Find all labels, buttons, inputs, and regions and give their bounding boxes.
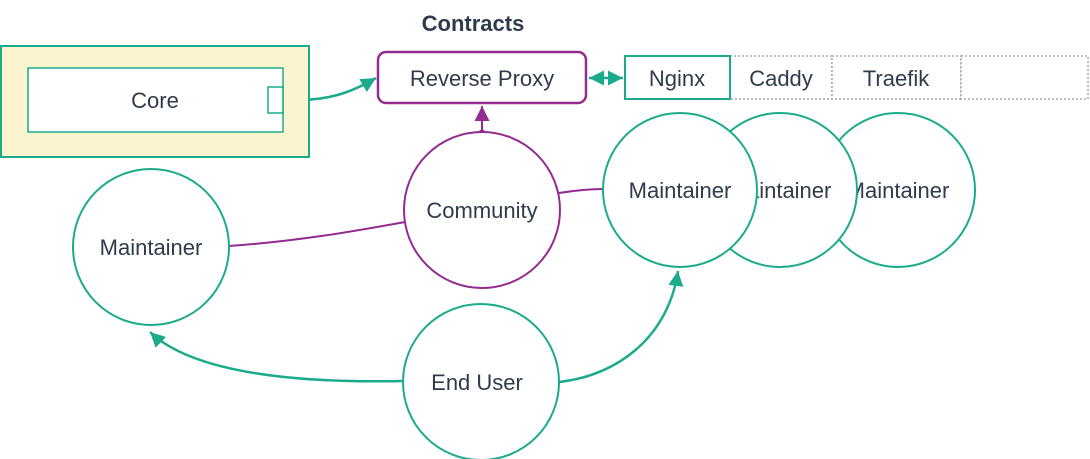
reverse-proxy-box xyxy=(376,50,588,105)
proxy-label-traefik: Traefik xyxy=(863,66,930,91)
maintainer-right-3-label: Maintainer xyxy=(847,178,950,203)
reverse-proxy-label: Reverse Proxy xyxy=(410,66,554,91)
diagram-title: Contracts xyxy=(422,11,525,36)
community-label: Community xyxy=(426,198,537,223)
proxy-cell-caddy xyxy=(729,55,833,100)
proxy-cell-traefik xyxy=(831,55,962,100)
proxy-cell-nginx xyxy=(624,55,731,100)
edge-community-maintainer-left xyxy=(228,221,406,247)
maintainer-right-1-label: Maintainer xyxy=(629,178,732,203)
community-circle xyxy=(403,131,561,289)
proxy-cell-row: Nginx Caddy Traefik xyxy=(624,55,1089,100)
maintainer-right-1-circle xyxy=(602,112,758,268)
maintainers-right-group: Maintainer Maintainer Maintainer xyxy=(602,112,976,268)
edge-end-user-to-maintainer-left xyxy=(149,331,404,383)
maintainer-left-label: Maintainer xyxy=(100,235,203,260)
proxy-cell-empty xyxy=(960,55,1089,100)
edge-end-user-to-maintainer-right xyxy=(558,270,684,384)
proxy-label-nginx: Nginx xyxy=(649,66,705,91)
edge-community-maintainer-right xyxy=(558,188,605,194)
proxy-label-caddy: Caddy xyxy=(749,66,813,91)
core-group: Core xyxy=(0,45,310,158)
maintainer-left-circle xyxy=(72,168,230,326)
core-label: Core xyxy=(131,88,179,113)
core-inner-box xyxy=(27,67,284,133)
end-user-label: End User xyxy=(431,370,523,395)
core-port xyxy=(267,86,284,114)
end-user-circle xyxy=(402,303,560,459)
